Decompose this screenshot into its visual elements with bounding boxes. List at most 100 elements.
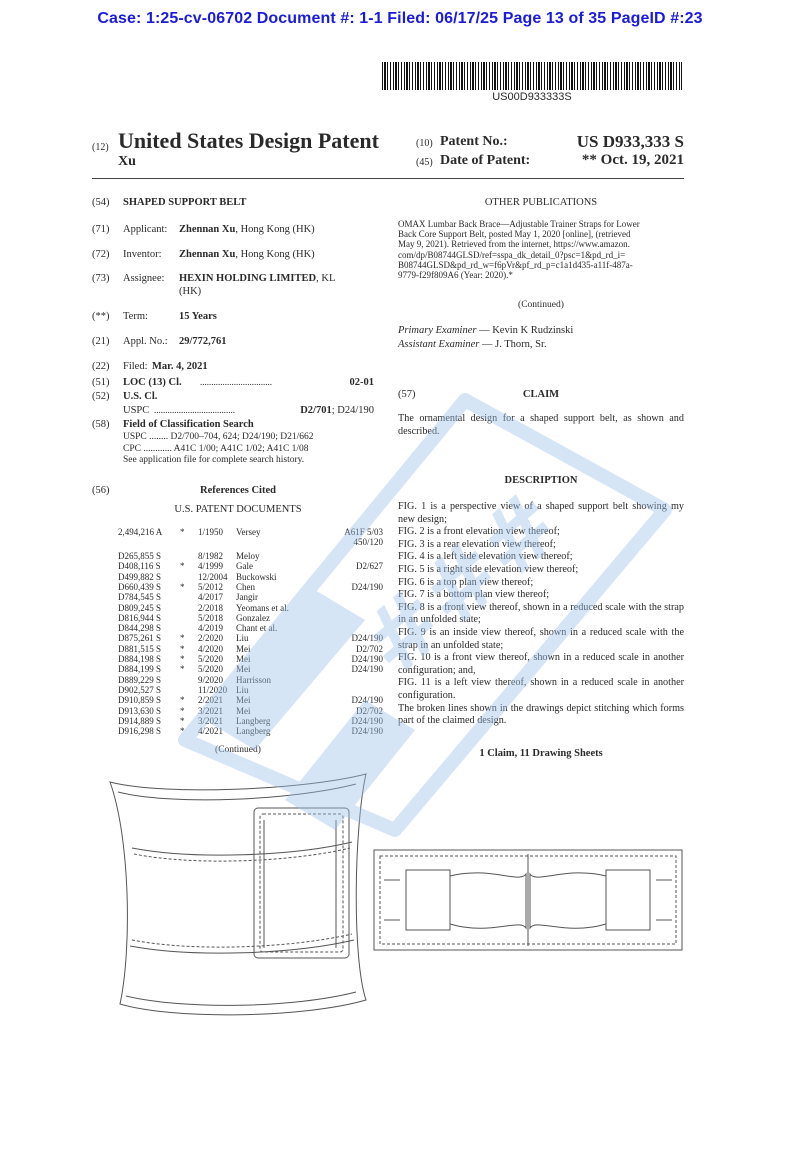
- term-value: 15 Years: [179, 311, 217, 322]
- field-details: USPC ........ D2/700–704, 624; D24/190; …: [123, 432, 385, 467]
- ref-row: D875,261 S * 2/2020 Liu D24/190: [118, 633, 383, 643]
- description-line: FIG. 1 is a perspective view of a shaped…: [398, 501, 684, 525]
- ref-date: 5/2012: [198, 581, 224, 592]
- belt-perspective-drawing: [109, 773, 367, 1016]
- uscl-label: U.S. Cl.: [123, 391, 158, 402]
- primary-examiner-label: Primary Examiner: [398, 325, 477, 336]
- ref-class-2: 450/120: [353, 537, 383, 547]
- other-pub-line: com/dp/B08744GLSD/ref=sspa_dk_detail_0?p…: [398, 249, 626, 260]
- ref-date: 4/1999: [198, 561, 224, 572]
- ref-name: Mei: [236, 654, 251, 664]
- ref-no: D844,298 S: [118, 623, 162, 634]
- ref-no: D265,855 S: [118, 551, 162, 561]
- description-line: FIG. 2 is a front elevation view thereof…: [398, 526, 560, 538]
- drawing-sheets: 1 Claim, 11 Drawing Sheets: [479, 748, 603, 759]
- barcode: [382, 62, 682, 90]
- uspc-value: D2/701: [300, 405, 332, 416]
- ref-name: Chen: [236, 581, 255, 592]
- inventor-short: Xu: [118, 154, 136, 169]
- applicant-name: Zhennan Xu: [179, 224, 236, 235]
- field-line-3: See application file for complete search…: [123, 455, 305, 465]
- inventor-label: Inventor:: [123, 249, 162, 260]
- ref-name: Mei: [236, 664, 251, 675]
- ref-star: *: [180, 695, 185, 706]
- uspc-value-2: ; D24/190: [331, 405, 374, 416]
- term-code: (**): [92, 311, 110, 322]
- other-pub-continued: (Continued): [518, 300, 564, 310]
- other-pub-line: B08744GLSD&pd_rd_w=f6pVr&pf_rd_p=c1a1d43…: [398, 259, 633, 270]
- ref-class: D24/190: [351, 633, 384, 644]
- ref-no: D914,889 S: [118, 715, 162, 726]
- ref-name: Mei: [236, 705, 251, 716]
- ref-no: D816,944 S: [118, 612, 162, 623]
- ref-name: Versey: [236, 527, 261, 537]
- ref-class: D24/190: [351, 695, 384, 706]
- ref-no: D884,199 S: [118, 664, 162, 675]
- ref-class: D24/190: [351, 726, 384, 737]
- ref-date: 2/2020: [198, 633, 224, 644]
- date-label: Date of Patent:: [440, 153, 531, 168]
- description-line: FIG. 7 is a bottom plan view thereof;: [398, 589, 550, 601]
- ref-star: *: [180, 654, 185, 664]
- description-line: The broken lines shown in the drawings d…: [398, 702, 684, 727]
- ref-class: A61F 5/03: [344, 527, 383, 537]
- ref-row: D265,855 S 8/1982 Meloy: [118, 551, 383, 561]
- ref-name: Meloy: [236, 551, 260, 561]
- refs-subtitle: U.S. PATENT DOCUMENTS: [174, 504, 302, 515]
- ref-name: Jangir: [236, 592, 258, 603]
- field-label: Field of Classification Search: [123, 419, 254, 430]
- patent-title: SHAPED SUPPORT BELT: [123, 197, 247, 208]
- ref-date: 2/2021: [198, 695, 224, 706]
- ref-name: Gonzalez: [236, 612, 270, 623]
- applicant-location: , Hong Kong (HK): [235, 224, 315, 235]
- ref-no: D660,439 S: [118, 581, 162, 592]
- loc-dots: ................................: [200, 377, 272, 387]
- refs-continued: (Continued): [215, 745, 261, 755]
- other-pub-line: OMAX Lumbar Back Brace—Adjustable Traine…: [398, 219, 640, 229]
- ref-name: Langberg: [236, 715, 271, 726]
- patent-no-label: Patent No.:: [440, 134, 508, 149]
- term-label: Term:: [123, 311, 148, 322]
- patent-kind: United States Design Patent: [118, 128, 379, 153]
- ref-no: D889,229 S: [118, 674, 162, 685]
- ref-name: Liu: [236, 633, 249, 644]
- description-line: FIG. 9 is an inside view thereof, shown …: [398, 626, 684, 651]
- ref-no: D902,527 S: [118, 684, 162, 695]
- ref-date: 3/2021: [198, 705, 224, 716]
- code-45: (45): [416, 157, 433, 168]
- description-line: FIG. 10 is a front view thereof, shown i…: [398, 652, 684, 676]
- ref-star: *: [180, 633, 185, 644]
- field-line-1: USPC ........ D2/700–704, 624; D24/190; …: [123, 432, 314, 442]
- ref-name: Harrisson: [236, 674, 271, 685]
- description-title: DESCRIPTION: [504, 475, 578, 486]
- ref-date: 11/2020: [198, 684, 228, 695]
- ref-star: *: [180, 581, 185, 592]
- ref-date: 4/2019: [198, 623, 224, 634]
- other-pub-title: OTHER PUBLICATIONS: [484, 197, 598, 208]
- assignee-name: HEXIN HOLDING LIMITED: [179, 273, 317, 284]
- filed-value: Mar. 4, 2021: [152, 361, 208, 372]
- assistant-examiner-name: — J. Thorn, Sr.: [479, 339, 547, 350]
- inventor-name: Zhennan Xu: [179, 249, 236, 260]
- ref-name: Chant et al.: [236, 623, 278, 634]
- ref-name: Yeomans et al.: [236, 602, 289, 613]
- case-header: Case: 1:25-cv-06702 Document #: 1-1 File…: [97, 10, 703, 27]
- ref-no: D875,261 S: [118, 633, 162, 644]
- ref-star: *: [180, 705, 185, 716]
- loc-label: LOC (13) Cl.: [123, 377, 182, 388]
- applicant-code: (71): [92, 224, 110, 235]
- ref-date: 1/1950: [198, 527, 224, 537]
- title-code: (54): [92, 197, 110, 208]
- assistant-examiner: Assistant Examiner — J. Thorn, Sr.: [398, 338, 547, 351]
- assignee-row: (73) Assignee: HEXIN HOLDING LIMITED, KL…: [92, 272, 382, 298]
- ref-date: 8/1982: [198, 551, 224, 561]
- ref-no: D916,298 S: [118, 726, 162, 737]
- other-pub-line: 9779-f29f809A6 (Year: 2020).*: [398, 270, 513, 281]
- assignee-code: (73): [92, 273, 110, 284]
- ref-date: 12/2004: [198, 571, 228, 582]
- ref-no: D809,245 S: [118, 602, 162, 613]
- description-line: FIG. 11 is a left view thereof, shown in…: [398, 677, 684, 701]
